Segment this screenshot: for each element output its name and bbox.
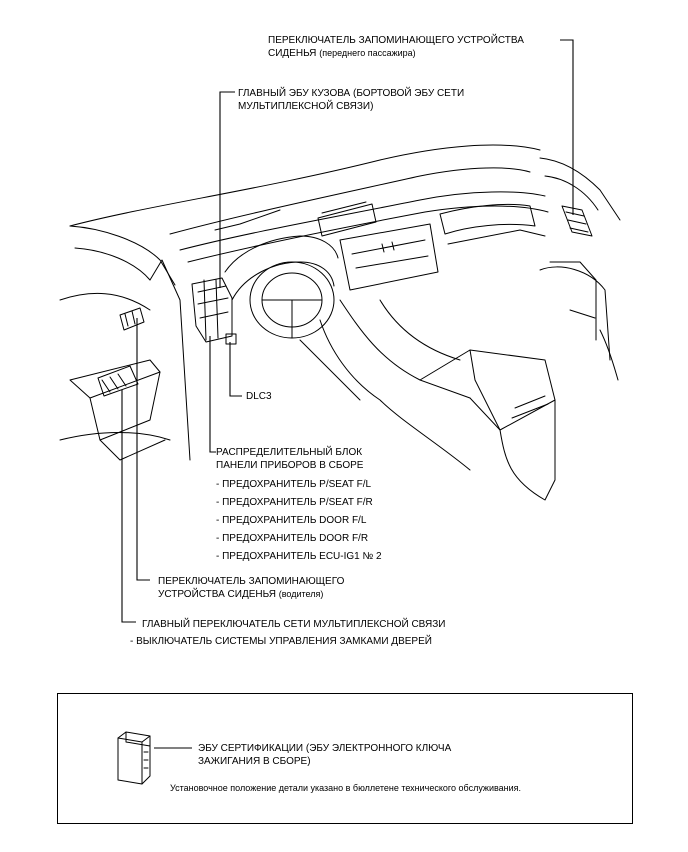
junction-block-line1: РАСПРЕДЕЛИТЕЛЬНЫЙ БЛОК [216,447,363,458]
driver-seat-switch-line2: УСТРОЙСТВА СИДЕНЬЯ (водителя) [158,588,344,601]
driver-seat-switch-word: УСТРОЙСТВА СИДЕНЬЯ [158,589,276,600]
certification-ecu-line1: ЭБУ СЕРТИФИКАЦИИ (ЭБУ ЭЛЕКТРОННОГО КЛЮЧА [198,743,452,754]
junction-block-line2: ПАНЕЛИ ПРИБОРОВ В СБОРЕ [216,460,364,471]
main-multiplex-switch-line1: ГЛАВНЫЙ ПЕРЕКЛЮЧАТЕЛЬ СЕТИ МУЛЬТИПЛЕКСНО… [142,619,446,630]
pass-seat-switch-label: ПЕРЕКЛЮЧАТЕЛЬ ЗАПОМИНАЮЩЕГО УСТРОЙСТВА С… [268,34,524,60]
fuse-list: - ПРЕДОХРАНИТЕЛЬ P/SEAT F/L - ПРЕДОХРАНИ… [216,476,382,566]
driver-seat-switch-label: ПЕРЕКЛЮЧАТЕЛЬ ЗАПОМИНАЮЩЕГО УСТРОЙСТВА С… [158,575,344,601]
main-multiplex-switch-label: ГЛАВНЫЙ ПЕРЕКЛЮЧАТЕЛЬ СЕТИ МУЛЬТИПЛЕКСНО… [130,616,446,650]
certification-ecu-inset [57,693,633,824]
body-ecu-line1: ГЛАВНЫЙ ЭБУ КУЗОВА (БОРТОВОЙ ЭБУ СЕТИ [238,88,465,99]
service-bulletin-note: Установочное положение детали указано в … [170,783,522,793]
pass-seat-switch-note: (переднего пассажира) [319,48,416,58]
pass-seat-switch-line1: ПЕРЕКЛЮЧАТЕЛЬ ЗАПОМИНАЮЩЕГО УСТРОЙСТВА [268,35,524,46]
main-multiplex-switch-line2: - ВЫКЛЮЧАТЕЛЬ СИСТЕМЫ УПРАВЛЕНИЯ ЗАМКАМИ… [130,636,432,647]
driver-seat-switch-note: (водителя) [278,589,324,599]
junction-block-label: РАСПРЕДЕЛИТЕЛЬНЫЙ БЛОК ПАНЕЛИ ПРИБОРОВ В… [216,446,382,566]
pass-seat-switch-word: СИДЕНЬЯ [268,48,317,59]
fuse-item: - ПРЕДОХРАНИТЕЛЬ P/SEAT F/L [216,479,372,490]
certification-ecu-label: ЭБУ СЕРТИФИКАЦИИ (ЭБУ ЭЛЕКТРОННОГО КЛЮЧА… [198,742,451,768]
pass-seat-switch-line2: СИДЕНЬЯ (переднего пассажира) [268,47,524,60]
fuse-item: - ПРЕДОХРАНИТЕЛЬ ECU-IG1 № 2 [216,551,382,562]
fuse-item: - ПРЕДОХРАНИТЕЛЬ DOOR F/L [216,515,367,526]
fuse-item: - ПРЕДОХРАНИТЕЛЬ DOOR F/R [216,533,369,544]
body-ecu-label: ГЛАВНЫЙ ЭБУ КУЗОВА (БОРТОВОЙ ЭБУ СЕТИ МУ… [238,87,464,113]
certification-ecu-line2: ЗАЖИГАНИЯ В СБОРЕ) [198,756,311,767]
dlc3-label: DLC3 [246,391,272,402]
driver-seat-switch-line1: ПЕРЕКЛЮЧАТЕЛЬ ЗАПОМИНАЮЩЕГО [158,576,345,587]
body-ecu-line2: МУЛЬТИПЛЕКСНОЙ СВЯЗИ) [238,101,374,112]
fuse-item: - ПРЕДОХРАНИТЕЛЬ P/SEAT F/R [216,497,373,508]
